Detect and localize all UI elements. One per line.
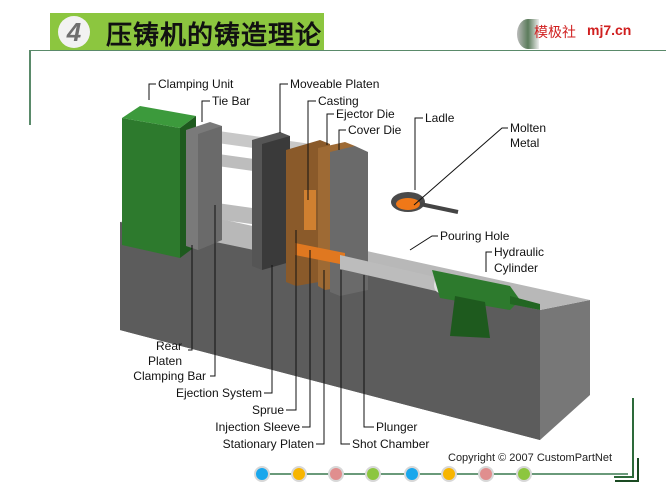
label-clamping-bar: Clamping Bar [133, 369, 206, 383]
title-bar [50, 13, 324, 51]
molten-metal [396, 198, 420, 210]
frame-corner-line [615, 480, 639, 482]
label-ejection-system: Ejection System [176, 386, 262, 400]
label-ladle: Ladle [425, 111, 455, 125]
label-shot-chamber: Shot Chamber [352, 437, 429, 451]
footer-dot [291, 466, 307, 482]
footer-dot [404, 466, 420, 482]
clamping-unit-top [122, 106, 196, 128]
page-title: 压铸机的铸造理论 [106, 21, 323, 51]
hydraulic-cylinder-stand [450, 296, 490, 338]
label-hydraulic-cylinder-line2: Cylinder [494, 261, 538, 275]
frame-top-line [29, 50, 666, 51]
footer-dot [254, 466, 270, 482]
label-plunger: Plunger [376, 420, 417, 434]
casting [304, 190, 316, 230]
injection-sleeve [295, 243, 345, 265]
label-cover-die: Cover Die [348, 123, 402, 137]
section-number-badge: 4 [58, 16, 90, 48]
ladle-handle [419, 202, 459, 214]
footer-dot [328, 466, 344, 482]
shot-chamber [340, 255, 440, 292]
label-ejector-die: Ejector Die [336, 107, 395, 121]
footer-dot [516, 466, 532, 482]
label-tie-bar: Tie Bar [212, 94, 250, 108]
brand-url[interactable]: mj7.cn [587, 22, 632, 38]
label-pouring-hole: Pouring Hole [440, 229, 510, 243]
brand-name: 模极社 [534, 25, 576, 41]
label-moveable-platen: Moveable Platen [290, 77, 379, 91]
frame-left-line [29, 50, 31, 125]
label-rear-platen-line2: Platen [148, 354, 182, 368]
frame-corner-line [637, 458, 639, 480]
label-molten-metal-line2: Metal [510, 136, 539, 150]
copyright-text: Copyright © 2007 CustomPartNet [448, 452, 613, 464]
base-front-face [120, 222, 540, 440]
footer-dot [441, 466, 457, 482]
label-molten-metal-line1: Molten [510, 121, 546, 135]
leader-lines [148, 83, 508, 445]
clamping-unit-front [122, 118, 180, 258]
base-side [540, 300, 590, 440]
hydraulic-cylinder [432, 270, 520, 310]
footer-dot [365, 466, 381, 482]
frame-corner-line [632, 398, 634, 476]
label-casting: Casting [318, 94, 359, 108]
label-rear-platen-line1: Rear [156, 339, 182, 353]
label-injection-sleeve: Injection Sleeve [215, 420, 300, 434]
label-sprue: Sprue [252, 403, 284, 417]
label-hydraulic-cylinder-line1: Hydraulic [494, 245, 544, 259]
brand-logo-icon [517, 19, 539, 49]
hydraulic-cylinder-rod [510, 296, 540, 310]
label-stationary-platen: Stationary Platen [223, 437, 314, 451]
footer-dot [478, 466, 494, 482]
label-clamping-unit: Clamping Unit [158, 77, 234, 91]
frame-corner-line [614, 476, 634, 478]
